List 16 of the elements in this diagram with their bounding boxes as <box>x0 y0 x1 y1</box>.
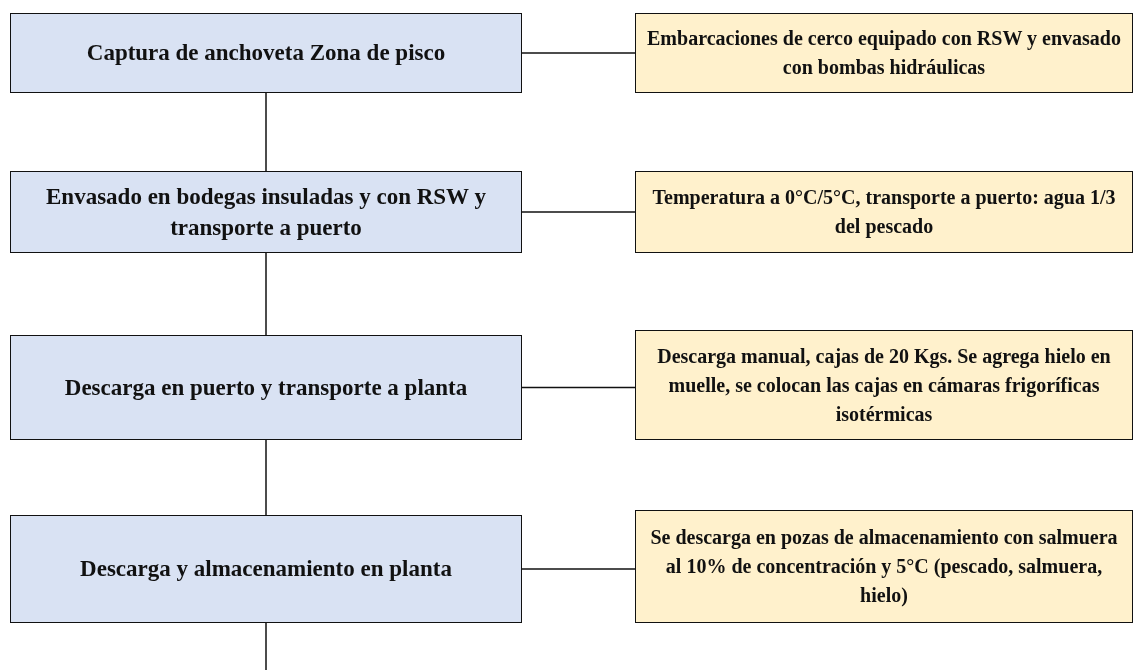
connector-line <box>265 622 267 670</box>
note-box: Temperatura a 0°C/5°C, transporte a puerto: agua 1/3 del pescado <box>635 171 1133 253</box>
connector-line <box>521 568 636 570</box>
connector-line <box>265 252 267 336</box>
process-box: Descarga y almacenamiento en planta <box>10 515 522 623</box>
connector-line <box>265 92 267 172</box>
connector-line <box>521 52 636 54</box>
note-box: Se descarga en pozas de almacenamiento con salmuera al 10% de concentración y 5°C (pescado, salmuera, hielo) <box>635 510 1133 623</box>
connector-line <box>521 211 636 213</box>
note-box: Embarcaciones de cerco equipado con RSW y envasado con bombas hidráulicas <box>635 13 1133 93</box>
process-box: Descarga en puerto y transporte a planta <box>10 335 522 440</box>
process-box: Envasado en bodegas insuladas y con RSW y transporte a puerto <box>10 171 522 253</box>
connector-line <box>521 386 636 389</box>
connector-line <box>265 439 267 516</box>
note-box: Descarga manual, cajas de 20 Kgs. Se agrega hielo en muelle, se colocan las cajas en cámaras frigoríficas isotérmicas <box>635 330 1133 440</box>
process-box: Captura de anchoveta Zona de pisco <box>10 13 522 93</box>
